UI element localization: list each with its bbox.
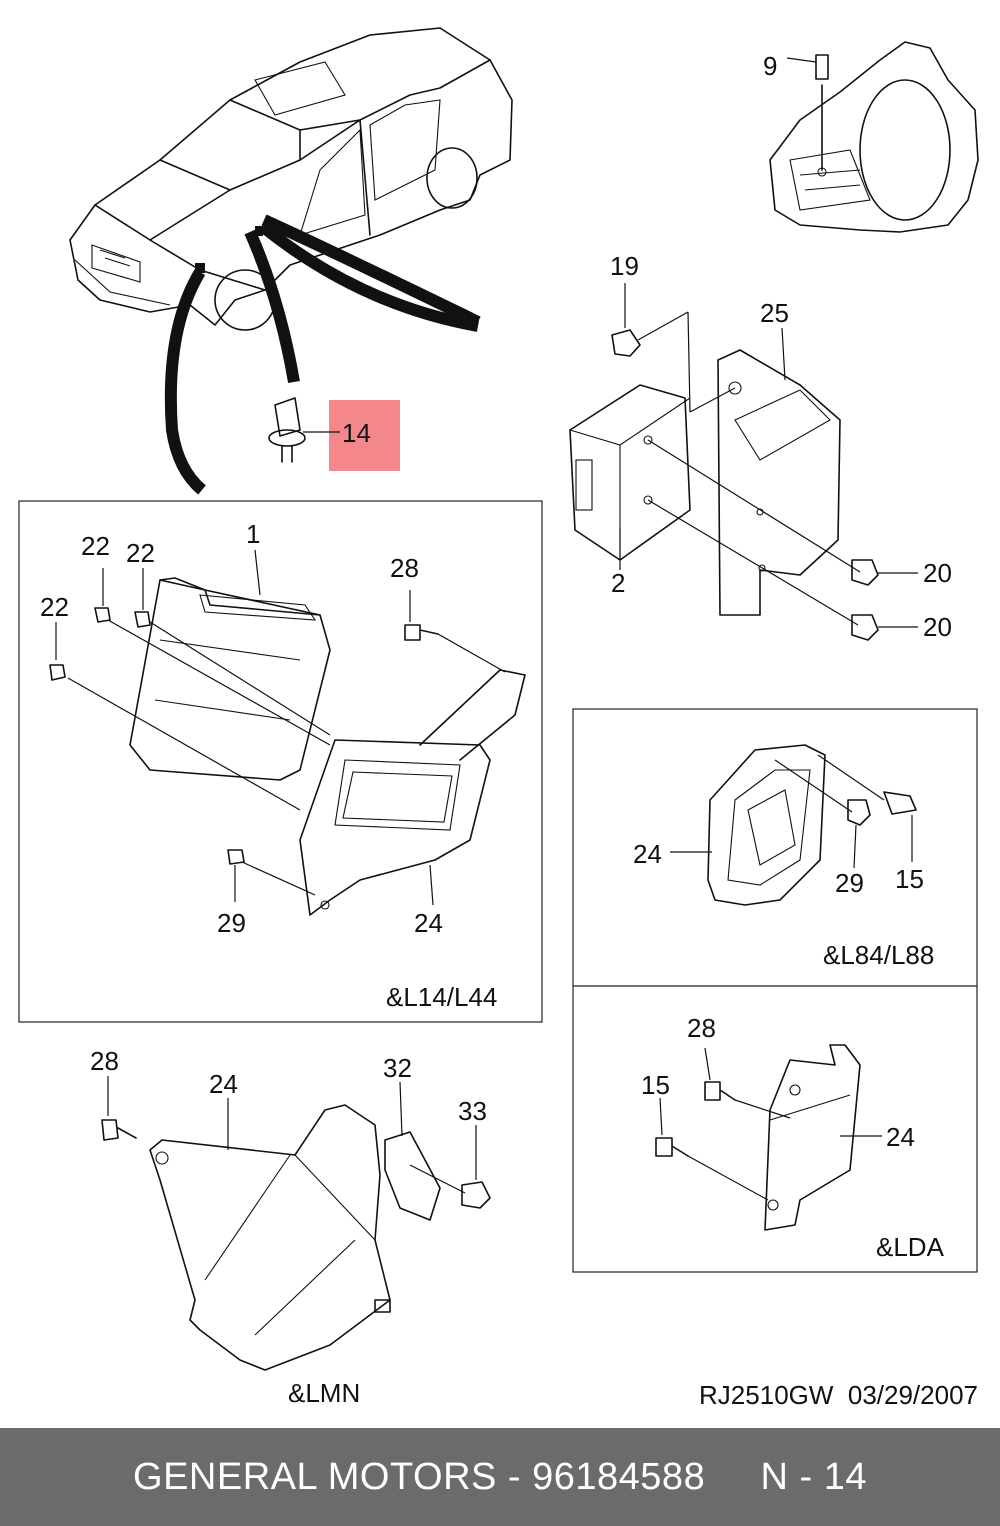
transmission-housing — [769, 41, 979, 233]
footer-bar: GENERAL MOTORS - 96184588 N - 14 — [0, 1428, 1000, 1526]
label-part-14: 14 — [342, 418, 371, 448]
label-part-29-b: 29 — [835, 868, 864, 898]
label-part-29-a: 29 — [217, 908, 246, 938]
label-part-20-upper: 20 — [923, 558, 952, 588]
label-part-28-a: 28 — [390, 553, 419, 583]
label-part-22-c: 22 — [126, 538, 155, 568]
label-part-28-b: 28 — [687, 1013, 716, 1043]
label-part-1: 1 — [246, 519, 260, 549]
variant-l14-l44: &L14/L44 — [386, 982, 497, 1012]
label-part-24-b: 24 — [633, 839, 662, 869]
label-part-9: 9 — [763, 51, 777, 81]
bracket-lmn — [101, 1104, 491, 1371]
parts-diagram: 9 14 19 25 2 20 20 — [18, 27, 979, 1410]
drawing-reference: RJ2510GW 03/29/2007 — [699, 1380, 978, 1410]
bracket-l84 — [707, 744, 917, 906]
label-part-20-lower: 20 — [923, 612, 952, 642]
label-part-22-a: 22 — [40, 592, 69, 622]
variant-lda: &LDA — [876, 1232, 945, 1262]
ecm-and-bracket-l14 — [49, 577, 526, 916]
label-part-33: 33 — [458, 1096, 487, 1126]
label-part-32: 32 — [383, 1053, 412, 1083]
variant-l84-l88: &L84/L88 — [823, 940, 934, 970]
label-part-25: 25 — [760, 298, 789, 328]
highlight-part-14 — [329, 400, 400, 471]
sensor-part-14 — [268, 397, 306, 463]
label-part-28-c: 28 — [90, 1046, 119, 1076]
label-part-22-b: 22 — [81, 531, 110, 561]
label-part-24-c: 24 — [209, 1069, 238, 1099]
label-part-24-d: 24 — [886, 1122, 915, 1152]
label-part-2: 2 — [611, 568, 625, 598]
label-part-15-b: 15 — [641, 1070, 670, 1100]
bracket-lda — [655, 1044, 861, 1231]
label-part-24-a: 24 — [414, 908, 443, 938]
footer-part-number: GENERAL MOTORS - 96184588 N - 14 — [133, 1455, 867, 1498]
label-part-19: 19 — [610, 251, 639, 281]
box-l84-l88-lda — [572, 708, 978, 1273]
label-part-15-a: 15 — [895, 864, 924, 894]
variant-lmn: &LMN — [288, 1378, 360, 1408]
car-illustration — [69, 27, 513, 495]
box-l14-l44 — [18, 500, 543, 1023]
